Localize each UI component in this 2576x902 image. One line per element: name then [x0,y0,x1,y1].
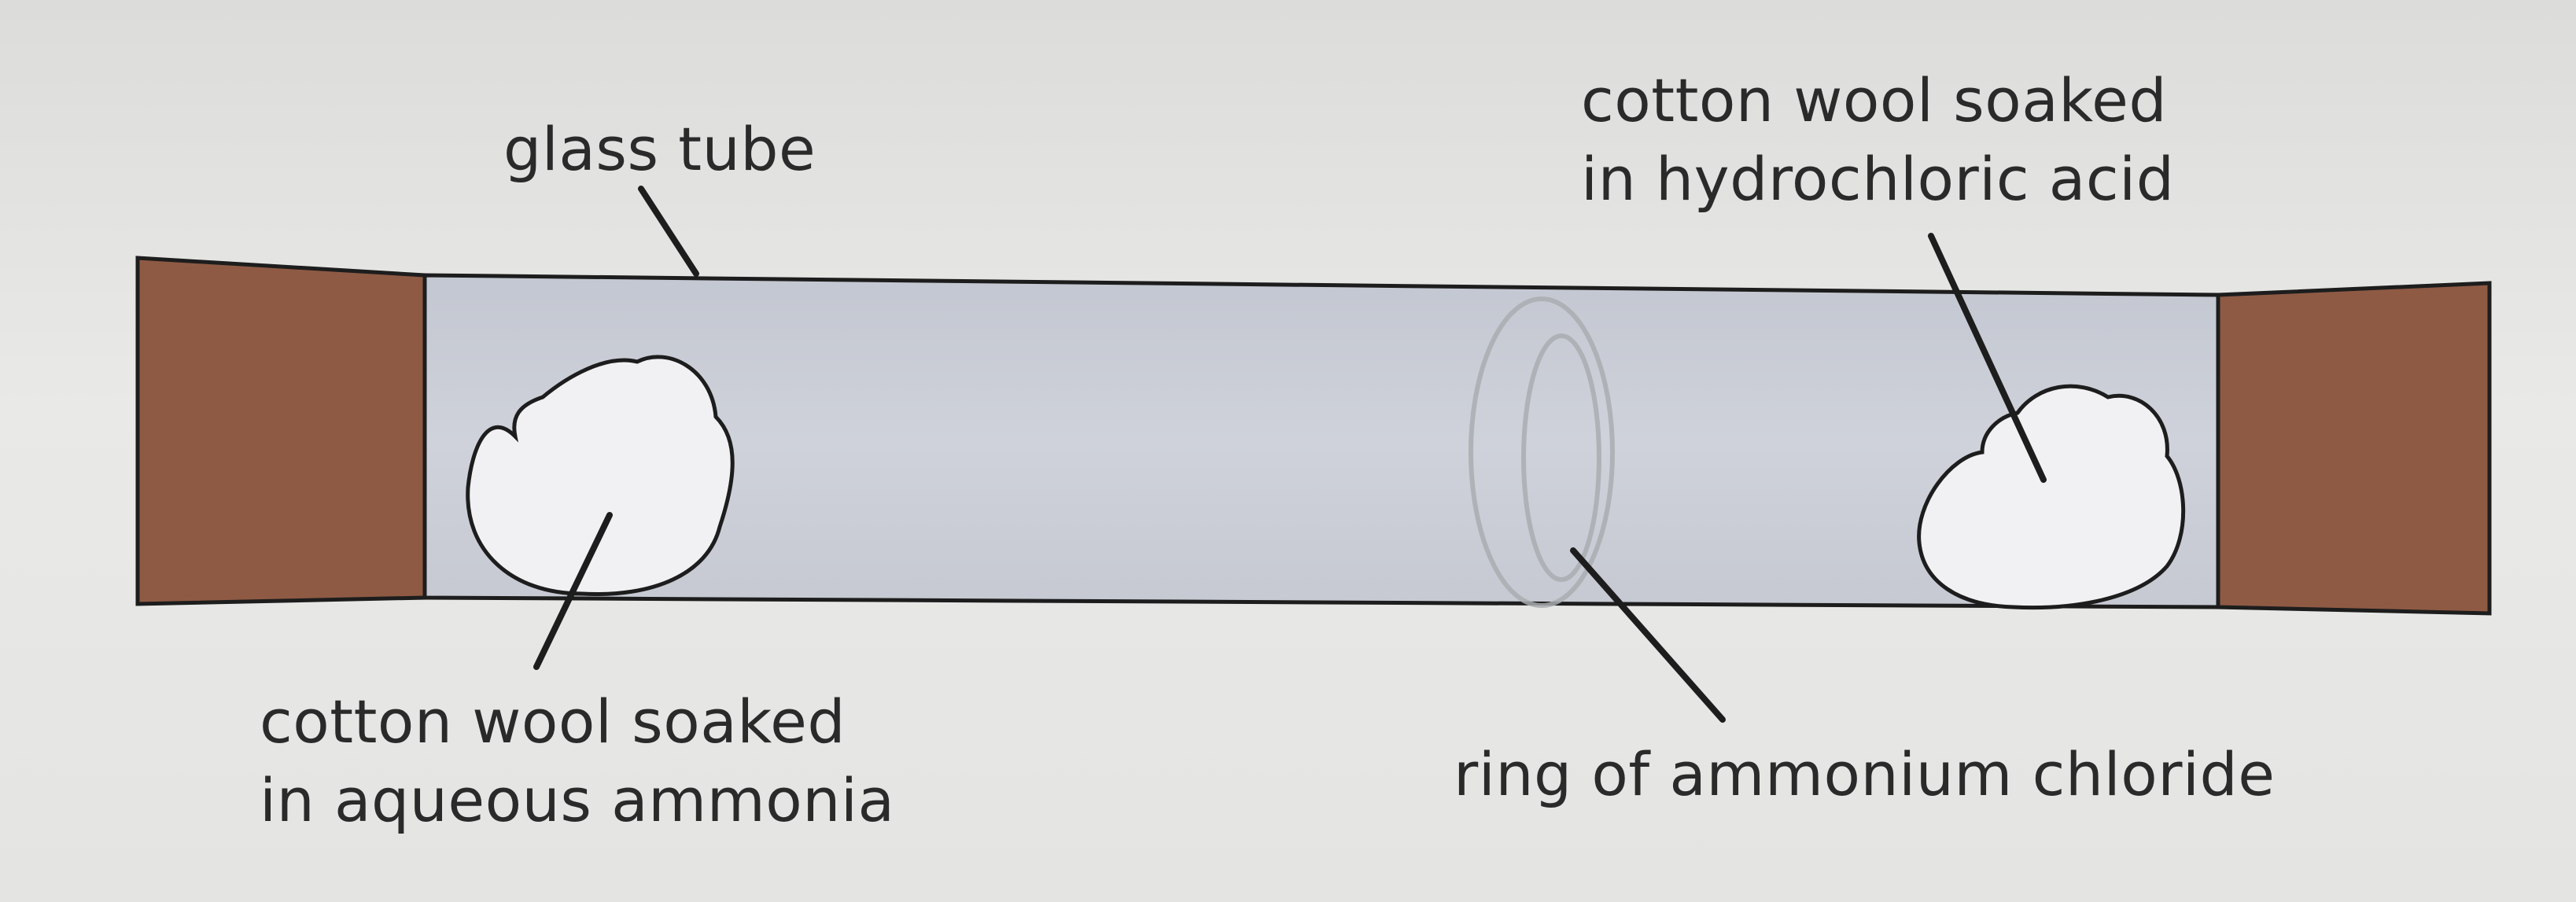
right-bung [2216,281,2492,616]
leader-ammonia [533,512,613,670]
ammonium-chloride-ring-outer [1469,296,1615,608]
label-hcl-line2: in hydrochloric acid [1581,144,2175,215]
left-bung [135,256,427,606]
label-cotton-hydrochloric: cotton wool soaked in hydrochloric acid [1581,61,2175,219]
label-cotton-ammonia: cotton wool soaked in aqueous ammonia [260,683,895,841]
label-ammonium-chloride-ring: ring of ammonium chloride [1454,735,2276,814]
label-glass-tube-text: glass tube [503,114,816,184]
ammonium-chloride-ring-inner [1521,333,1601,582]
leader-hcl [1928,233,2047,483]
label-ring-text: ring of ammonium chloride [1454,739,2276,809]
cotton-wool-hydrochloric [1917,384,2186,610]
label-ammonia-line2: in aqueous ammonia [260,765,895,836]
label-ammonia-line1: cotton wool soaked [260,687,846,757]
label-hcl-line1: cotton wool soaked [1581,65,2168,135]
cotton-wool-ammonia [466,355,735,597]
leader-glass-tube [638,186,699,277]
label-glass-tube: glass tube [503,110,816,189]
leader-ring [1570,547,1726,723]
